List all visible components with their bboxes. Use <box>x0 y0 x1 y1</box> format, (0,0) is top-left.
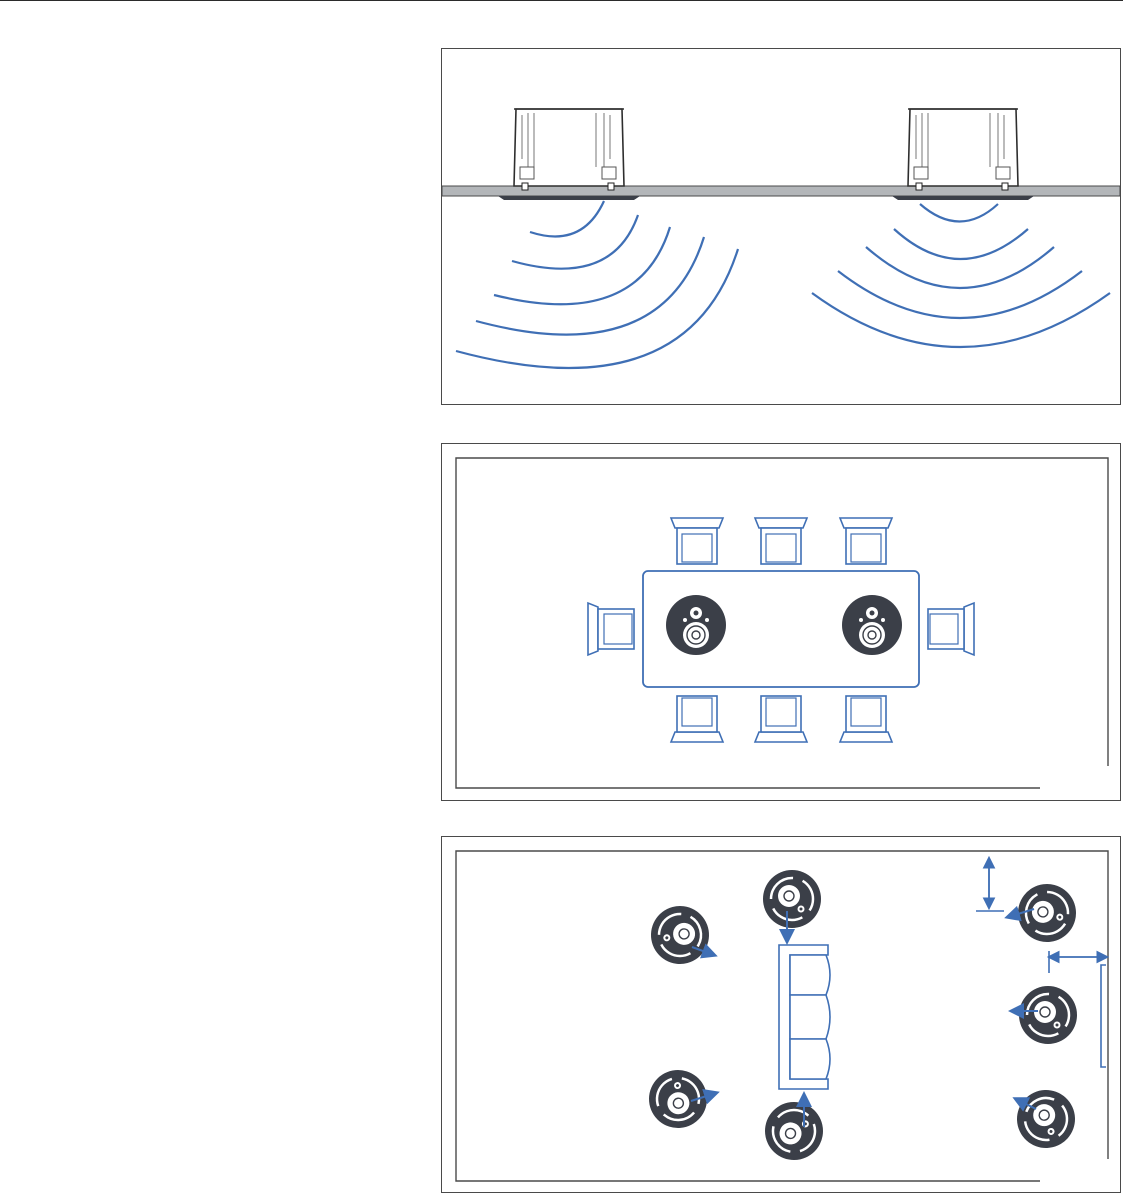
ceiling-slab <box>442 186 1120 196</box>
sofa-icon <box>779 945 830 1089</box>
ceiling-speaker-section-figure <box>441 48 1121 405</box>
chair-icon <box>840 696 892 742</box>
sound-wave-icon <box>456 201 738 368</box>
ceiling-speaker-icon <box>892 109 1034 200</box>
sound-wave-icon <box>812 204 1110 347</box>
surround-speaker-icon <box>763 870 821 928</box>
chair-icon <box>671 518 723 564</box>
top-rule <box>0 0 1123 1</box>
surround-speaker-icon <box>640 895 719 974</box>
surround-layout-svg <box>442 837 1122 1194</box>
surround-speaker-icon <box>1009 1082 1083 1156</box>
dining-layout-figure <box>441 443 1121 801</box>
ceiling-speaker-icon <box>666 595 726 655</box>
ceiling-section-svg <box>442 49 1122 406</box>
chair-icon <box>588 603 634 655</box>
surround-layout-figure <box>441 836 1121 1193</box>
chair-icon <box>840 518 892 564</box>
ceiling-speaker-icon <box>498 109 640 200</box>
chair-icon <box>928 603 974 655</box>
dining-layout-svg <box>442 444 1122 802</box>
chair-icon <box>671 696 723 742</box>
chair-icon <box>755 696 807 742</box>
surround-speaker-icon <box>1019 986 1077 1044</box>
ceiling-speaker-icon <box>842 595 902 655</box>
surround-speaker-icon <box>637 1058 719 1140</box>
arrow-icon <box>691 909 1038 1127</box>
surround-speaker-icon <box>760 1097 827 1164</box>
chair-icon <box>755 518 807 564</box>
